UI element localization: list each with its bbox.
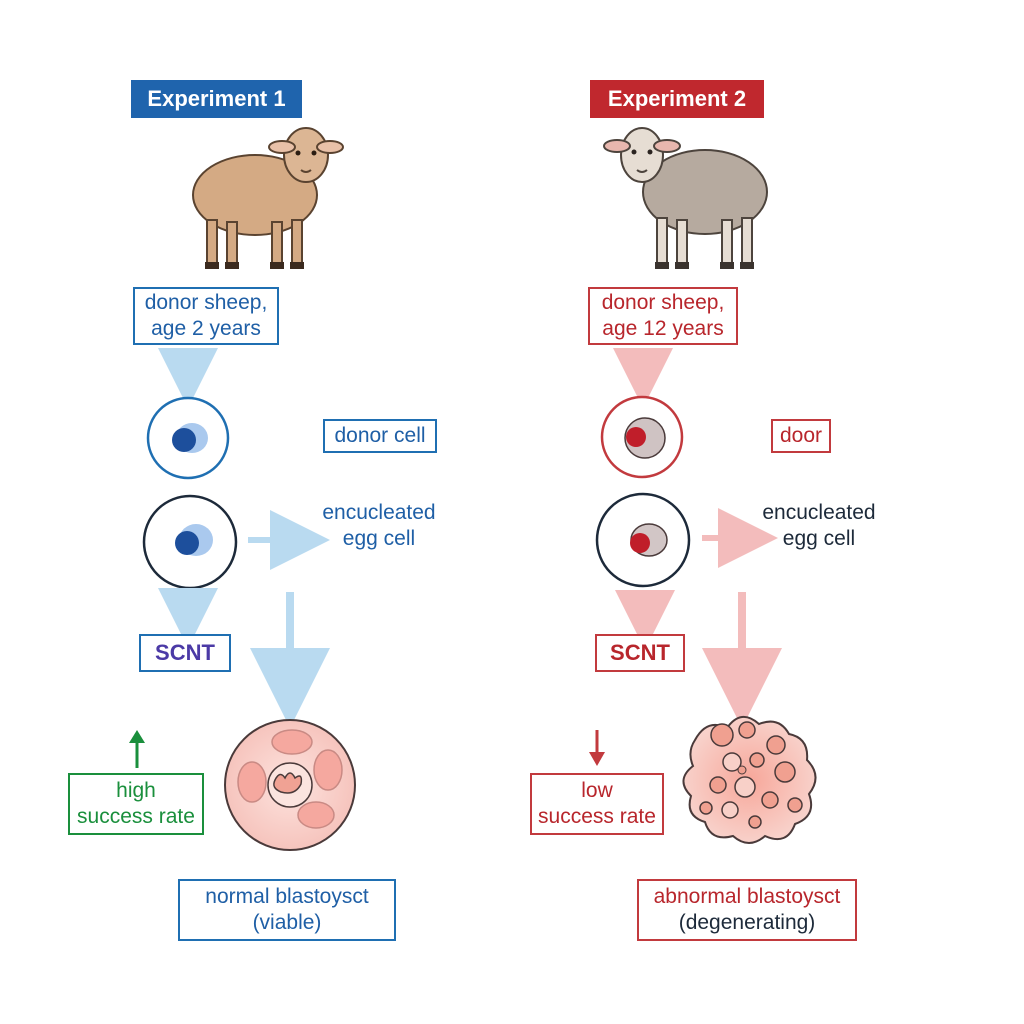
down-arrow-icon (589, 730, 605, 766)
experiment2-donor-label: donor sheep, age 12 years (588, 287, 738, 345)
donor-label-line2: age 2 years (151, 317, 261, 340)
donor-label-line2: age 12 years (602, 317, 724, 340)
egg-label-line1: encucleated (322, 501, 436, 524)
donor-cell-1 (146, 396, 230, 480)
experiment1-scnt-label: SCNT (139, 634, 231, 672)
rate-label-line2: success rate (538, 805, 656, 828)
blastocyst-label-line1: normal blastoysct (205, 885, 369, 908)
rate-label-line1: high (116, 779, 156, 802)
egg-label-line2: egg cell (342, 527, 416, 550)
donor-cell-2 (600, 395, 684, 479)
experiment2-title: Experiment 2 (590, 80, 764, 118)
rate-label-line1: low (581, 779, 613, 802)
normal-blastocyst (224, 719, 356, 851)
egg-label-line1: encucleated (762, 501, 876, 524)
experiment2-cell-label: door (771, 419, 831, 453)
blastocyst-label-line2: (degenerating) (678, 911, 816, 934)
experiment2-scnt-label: SCNT (595, 634, 685, 672)
experiment1-title: Experiment 1 (131, 80, 302, 118)
donor-label-line1: donor sheep, (601, 291, 725, 314)
donor-label-line1: donor sheep, (144, 291, 268, 314)
egg-label-line2: egg cell (782, 527, 856, 550)
experiment1-blastocyst-label: normal blastoysct (viable) (178, 879, 396, 941)
experiment2-blastocyst-label: abnormal blastoysct (degenerating) (637, 879, 857, 941)
experiment1-rate-label: high success rate (68, 773, 204, 835)
rate-label-line2: success rate (77, 805, 195, 828)
experiment2-egg-label: encucleated egg cell (750, 500, 888, 552)
experiment1-cell-label: donor cell (323, 419, 437, 453)
experiment1-egg-label: encucleated egg cell (310, 500, 448, 552)
blastocyst-label-line2: (viable) (252, 911, 322, 934)
young-sheep-icon (192, 127, 344, 269)
experiment2-rate-label: low success rate (530, 773, 664, 835)
abnormal-blastocyst (682, 716, 817, 844)
old-sheep-icon (603, 127, 768, 269)
egg-cell-2 (595, 492, 691, 588)
blastocyst-label-line1: abnormal blastoysct (653, 885, 841, 908)
egg-cell-1 (142, 494, 238, 590)
up-arrow-icon (129, 730, 145, 768)
experiment1-donor-label: donor sheep, age 2 years (133, 287, 279, 345)
